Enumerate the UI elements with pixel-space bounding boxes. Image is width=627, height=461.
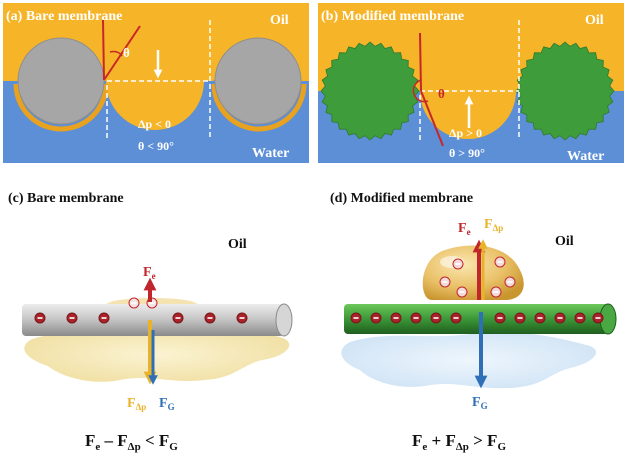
theta-symbol-b: θ xyxy=(438,86,445,101)
theta-condition-b: θ > 90° xyxy=(449,146,485,160)
theta-condition-a: θ < 90° xyxy=(138,139,174,153)
negative-charge-icon xyxy=(494,256,506,268)
negative-charge-icon xyxy=(204,312,216,324)
negative-charge-icon xyxy=(592,312,604,324)
oil-label-c: Oil xyxy=(228,237,247,252)
equation-c: Fe – FΔp < FG xyxy=(85,431,178,453)
fe-label-d: Fe xyxy=(458,221,471,237)
modified-fiber-left xyxy=(320,41,420,141)
panel-c-title: (c) Bare membrane xyxy=(8,191,124,206)
oil-label-a: Oil xyxy=(270,13,289,28)
water-label-b: Water xyxy=(567,149,604,164)
negative-charge-icon xyxy=(534,312,546,324)
negative-charge-icon xyxy=(439,276,451,288)
oil-label-d: Oil xyxy=(555,234,574,249)
negative-charge-icon xyxy=(574,312,586,324)
equation-d: Fe + FΔp > FG xyxy=(412,431,506,453)
negative-charge-icon xyxy=(554,312,566,324)
oil-region-b xyxy=(318,3,624,139)
oil-label-b: Oil xyxy=(585,13,604,28)
dp-condition-a: Δp < 0 xyxy=(138,117,171,131)
negative-charge-icon xyxy=(172,312,184,324)
fe-label-c: Fe xyxy=(143,265,156,281)
vertical-line-b xyxy=(419,32,422,92)
fdp-label-d: FΔp xyxy=(484,217,503,233)
negative-charge-icon xyxy=(350,312,362,324)
negative-charge-icon xyxy=(34,312,46,324)
negative-charge-icon xyxy=(370,312,382,324)
panel-b-title: (b) Modified membrane xyxy=(321,9,464,24)
negative-charge-icon xyxy=(494,312,506,324)
panel-a-title: (a) Bare membrane xyxy=(6,9,122,24)
theta-symbol-a: θ xyxy=(123,45,130,60)
water-label-a: Water xyxy=(252,146,289,161)
negative-charge-icon xyxy=(450,312,462,324)
negative-charge-icon xyxy=(128,297,140,309)
negative-charge-icon xyxy=(236,312,248,324)
water-spill xyxy=(341,332,597,389)
tangent-line xyxy=(103,25,141,81)
panel-d: (d) Modified membrane Oil Fe FΔp FG Fe +… xyxy=(330,191,617,453)
oil-droplet xyxy=(422,245,524,300)
bare-fiber-right xyxy=(214,37,302,125)
vertical-line xyxy=(102,19,105,81)
negative-charges xyxy=(34,297,248,324)
panel-c: (c) Bare membrane Oil Fe FΔp FG Fe – FΔp… xyxy=(8,191,293,453)
panel-d-title: (d) Modified membrane xyxy=(330,191,473,206)
negative-charge-icon xyxy=(390,312,402,324)
negative-charge-icon xyxy=(514,312,526,324)
dp-condition-b: Δp > 0 xyxy=(449,126,482,140)
panel-b: (b) Modified membrane Oil Water θ Δp > 0… xyxy=(318,3,624,164)
modified-membrane-rod xyxy=(344,304,608,334)
fg-label-d: FG xyxy=(472,395,488,411)
negative-charge-icon xyxy=(452,258,464,270)
negative-charge-icon xyxy=(504,276,516,288)
tangent-line-b xyxy=(420,90,444,147)
fdp-label-c: FΔp xyxy=(127,396,146,412)
bare-fiber-left xyxy=(17,37,105,125)
negative-charge-icon xyxy=(410,312,422,324)
fg-label-c: FG xyxy=(159,396,175,412)
droplet-charges xyxy=(439,256,516,298)
oil-spill xyxy=(24,327,290,382)
negative-charges-d xyxy=(350,312,604,324)
negative-charge-icon xyxy=(456,286,468,298)
negative-charge-icon xyxy=(490,286,502,298)
negative-charge-icon xyxy=(98,312,110,324)
negative-charge-icon xyxy=(430,312,442,324)
bare-membrane-rod xyxy=(22,304,284,336)
oil-region xyxy=(3,3,309,130)
panel-a: (a) Bare membrane Oil Water θ Δp < 0 θ <… xyxy=(3,3,309,163)
negative-charge-icon xyxy=(66,312,78,324)
